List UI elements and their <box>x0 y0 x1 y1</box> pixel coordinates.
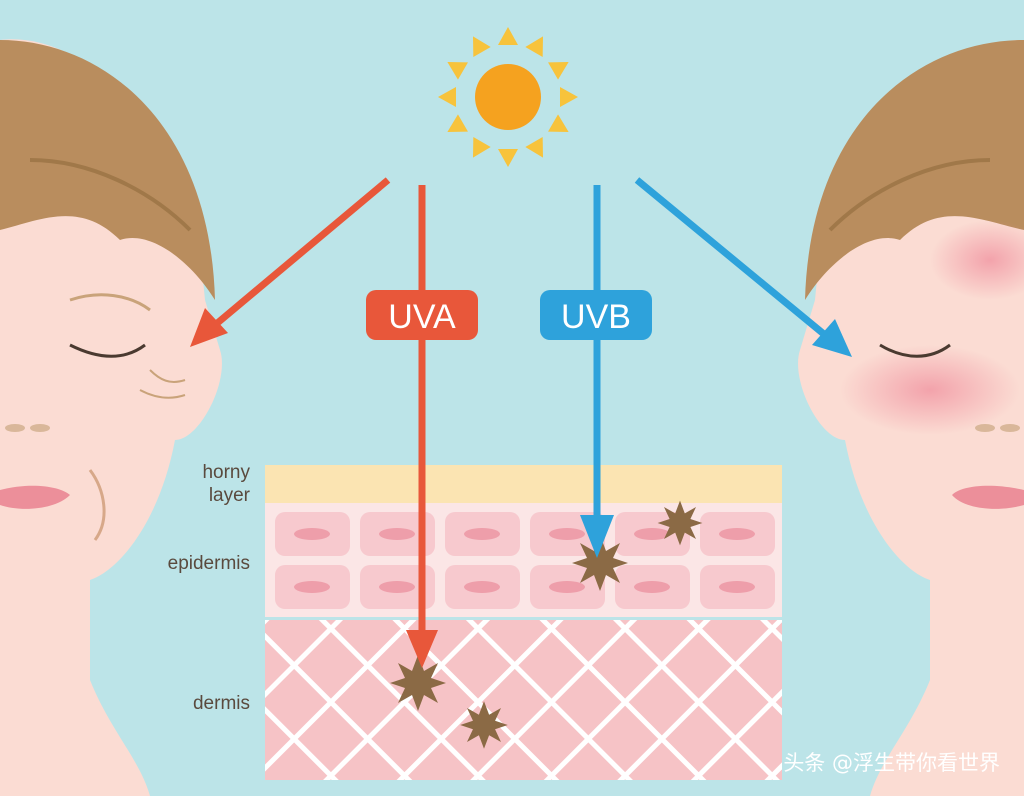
damage-burst <box>460 701 508 749</box>
uvb-label: UVB <box>540 290 652 340</box>
dermis-label: dermis <box>193 693 250 714</box>
damage-burst <box>572 535 628 591</box>
epidermis-label: epidermis <box>168 553 250 574</box>
horny-layer-label-line1: horny <box>202 462 250 483</box>
dermis-layer <box>265 620 782 780</box>
uva-arrows <box>190 177 438 668</box>
damage-burst <box>390 655 446 711</box>
uvb-label-text: UVB <box>561 298 631 336</box>
epidermis-cells <box>275 512 775 609</box>
skin-cross-section <box>265 465 782 780</box>
watermark: 头条 @浮生带你看世界 <box>783 751 1000 775</box>
horny-layer-label-line2: layer <box>209 485 251 506</box>
sun-icon <box>438 27 578 167</box>
uvb-arrows <box>580 177 852 558</box>
horny-layer <box>265 465 782 503</box>
uva-label: UVA <box>366 290 478 340</box>
cell-nuclei <box>294 528 755 593</box>
uva-label-text: UVA <box>388 298 456 336</box>
aged-face-left <box>0 39 222 796</box>
damage-burst <box>657 500 703 546</box>
damage-burst-icons <box>390 500 703 749</box>
sunburned-face-right <box>798 40 1024 796</box>
